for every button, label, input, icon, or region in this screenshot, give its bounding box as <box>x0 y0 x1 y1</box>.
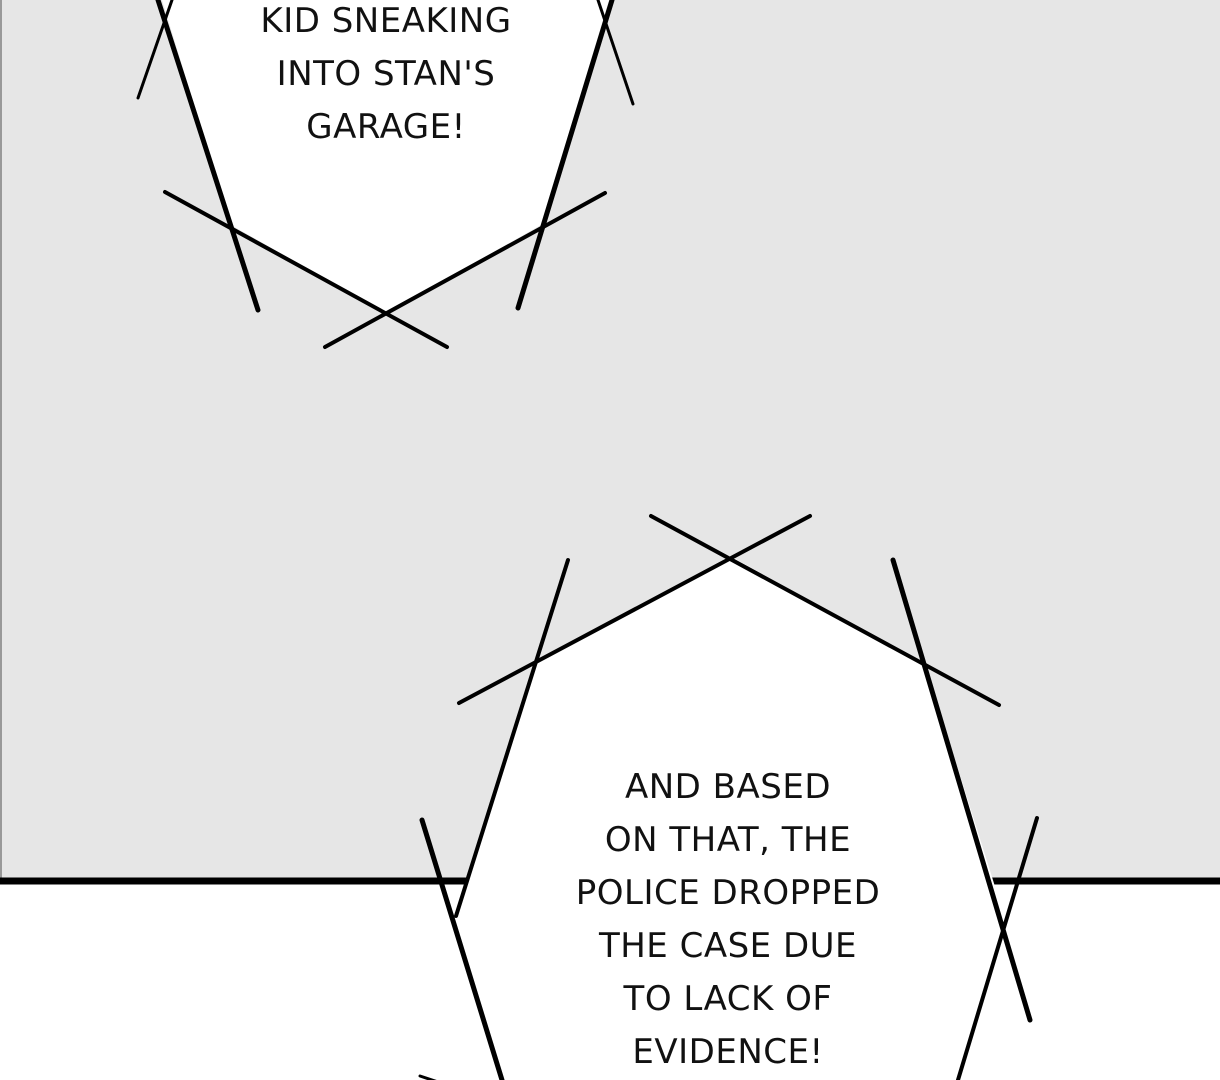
speech-bubble-top-outline <box>136 0 635 349</box>
speech-line: EVIDENCE! <box>632 1032 824 1072</box>
speech-line: POLICE DROPPED <box>575 873 881 913</box>
speech-line: INTO STAN'S <box>276 54 496 94</box>
speech-line: GARAGE! <box>306 107 466 147</box>
speech-line: ON THAT, THE <box>604 820 852 860</box>
speech-line: AND BASED <box>624 767 831 807</box>
speech-bubble-bottom-text: AND BASED ON THAT, THE POLICE DROPPED TH… <box>528 761 928 1079</box>
speech-bubble-bottom-outline <box>418 514 1039 1080</box>
speech-bubble-top-fill <box>162 0 609 313</box>
speech-bubble-bottom-fill <box>456 556 1003 1080</box>
speech-line: TO LACK OF <box>623 979 833 1019</box>
speech-line: KID SNEAKING <box>260 1 512 41</box>
speech-line: THE CASE DUE <box>598 926 858 966</box>
speech-bubble-top-text: KID SNEAKING INTO STAN'S GARAGE! <box>236 0 536 154</box>
